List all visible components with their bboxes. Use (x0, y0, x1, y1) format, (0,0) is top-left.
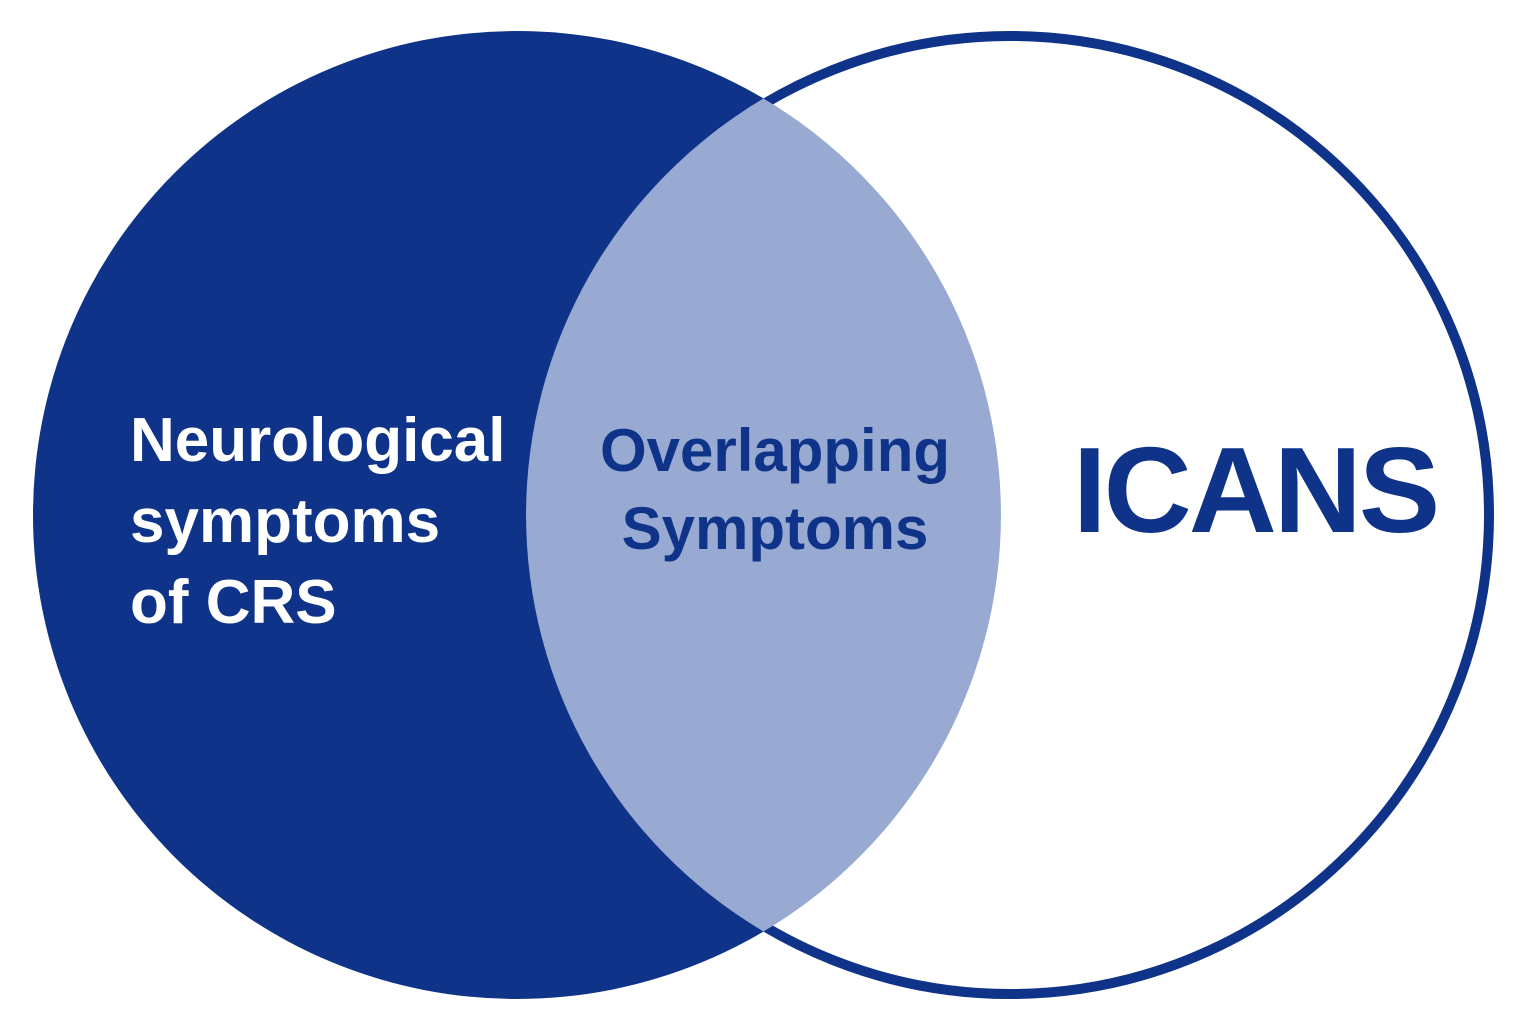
crs-circle-label: Neurological symptoms of CRS (130, 400, 506, 643)
overlap-label-line-1: Overlapping (599, 417, 951, 484)
icans-circle-label: ICANS (1072, 422, 1441, 558)
overlap-label-line-2: Symptoms (621, 495, 929, 562)
crs-label-line-3: of CRS (130, 568, 337, 637)
overlap-region-label: Overlapping Symptoms (565, 412, 985, 568)
crs-label-line-2: symptoms (130, 487, 441, 556)
crs-label-line-1: Neurological (130, 406, 506, 475)
overlap-region (526, 98, 1001, 932)
